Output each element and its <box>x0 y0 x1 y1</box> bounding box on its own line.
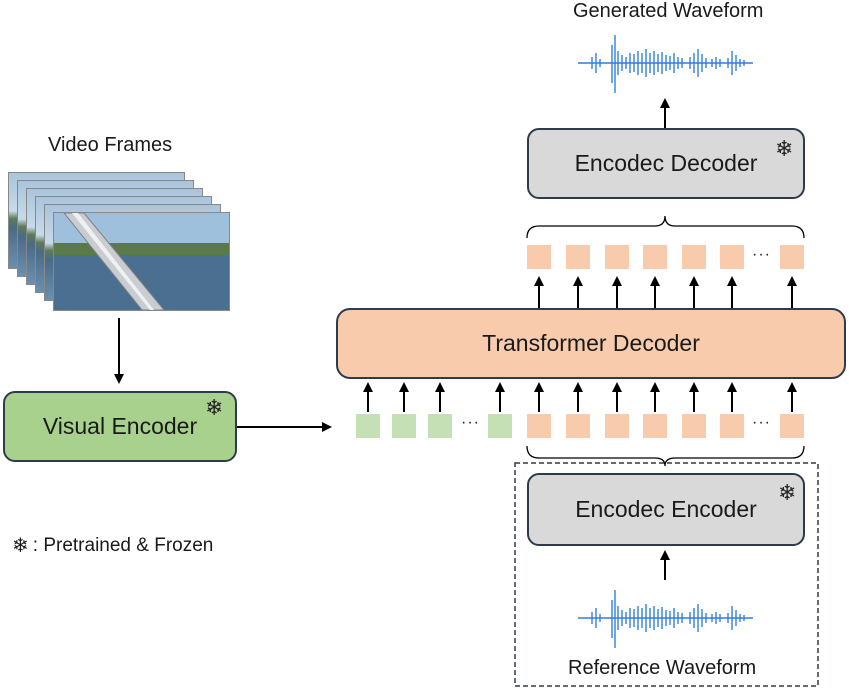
video-frame-front <box>53 212 230 311</box>
output-token <box>682 245 706 269</box>
input-tokens-brace <box>526 445 805 467</box>
visual-token <box>488 414 512 438</box>
visual-token <box>428 414 452 438</box>
output-ellipsis: ··· <box>752 246 771 263</box>
transformer-decoder-block: Transformer Decoder <box>336 308 846 379</box>
output-token <box>720 245 744 269</box>
audio-token <box>605 414 629 438</box>
encodec-encoder-block: Encodec Encoder <box>527 473 805 546</box>
reference-waveform-label: Reference Waveform <box>568 657 757 679</box>
output-token <box>605 245 629 269</box>
legend: ❄ : Pretrained & Frozen <box>12 533 213 558</box>
encodec-decoder-block: Encodec Decoder <box>527 128 805 199</box>
transformer-output-arrows <box>534 276 797 308</box>
snowflake-icon: ❄ <box>778 480 797 505</box>
video-frames-label: Video Frames <box>48 134 173 156</box>
audio-token <box>527 414 551 438</box>
reference-waveform-icon <box>578 590 753 648</box>
visual-ellipsis: ··· <box>461 414 480 431</box>
audio-ellipsis: ··· <box>752 414 771 431</box>
audio-token <box>720 414 744 438</box>
snowflake-icon: ❄ <box>775 136 794 161</box>
audio-token <box>682 414 706 438</box>
visual-encoder-label: Visual Encoder <box>42 413 198 439</box>
audio-token <box>643 414 667 438</box>
reference-encoder-group <box>514 462 819 687</box>
legend-label: : Pretrained & Frozen <box>32 534 214 556</box>
output-tokens-brace <box>526 215 805 239</box>
output-token <box>527 245 551 269</box>
transformer-decoder-label: Transformer Decoder <box>482 330 700 356</box>
visual-token <box>356 414 380 438</box>
output-token <box>780 245 804 269</box>
output-token <box>643 245 667 269</box>
audio-token <box>780 414 804 438</box>
generated-waveform-icon <box>578 35 753 93</box>
boat-rail-image <box>54 212 229 311</box>
encodec-decoder-label: Encodec Decoder <box>574 150 758 176</box>
transformer-input-arrows <box>363 382 797 412</box>
visual-token <box>392 414 416 438</box>
audio-token <box>566 414 590 438</box>
generated-waveform-label: Generated Waveform <box>573 0 764 22</box>
encodec-encoder-label: Encodec Encoder <box>575 496 757 522</box>
output-token <box>566 245 590 269</box>
snowflake-icon: ❄ <box>12 535 29 557</box>
visual-encoder-block: Visual Encoder <box>3 391 237 462</box>
snowflake-icon: ❄ <box>205 395 224 420</box>
